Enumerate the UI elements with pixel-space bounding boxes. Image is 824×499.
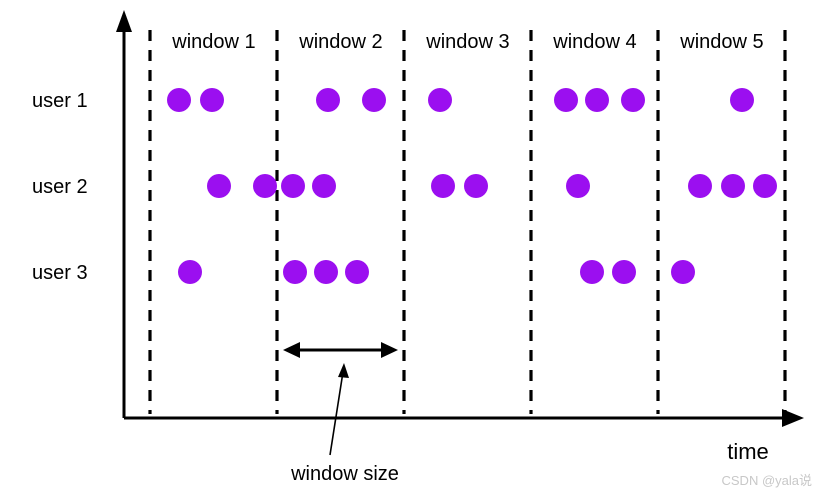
event-dot — [283, 260, 307, 284]
user-label-1: user 1 — [32, 90, 88, 112]
window-labels: window 1 window 2 window 3 window 4 wind… — [171, 31, 763, 53]
arrow-head-right-icon — [381, 342, 398, 358]
event-dots-user-2 — [207, 174, 777, 198]
user-labels: user 1 user 2 user 3 — [32, 90, 88, 284]
event-dot — [281, 174, 305, 198]
window-size-annotation-label: window size — [290, 463, 399, 485]
x-axis — [124, 409, 804, 427]
event-dot — [428, 88, 452, 112]
y-axis — [116, 10, 132, 418]
event-dot — [585, 88, 609, 112]
event-dot — [688, 174, 712, 198]
event-dots-user-1 — [167, 88, 754, 112]
user-label-3: user 3 — [32, 262, 88, 284]
event-dots-user-3 — [178, 260, 695, 284]
window-size-measure-arrow — [283, 342, 398, 358]
event-dot — [316, 88, 340, 112]
event-dot — [431, 174, 455, 198]
event-dot — [178, 260, 202, 284]
event-dot — [362, 88, 386, 112]
event-dot — [621, 88, 645, 112]
window-size-leader — [329, 363, 349, 456]
window-label-4: window 4 — [552, 31, 636, 53]
event-dot — [566, 174, 590, 198]
arrow-head-left-icon — [283, 342, 300, 358]
event-dot — [730, 88, 754, 112]
event-dot — [753, 174, 777, 198]
user-label-2: user 2 — [32, 176, 88, 198]
event-dot — [554, 88, 578, 112]
window-label-3: window 3 — [425, 31, 509, 53]
window-label-5: window 5 — [679, 31, 763, 53]
x-axis-arrowhead — [782, 409, 804, 427]
event-dot — [671, 260, 695, 284]
leader-arrowhead-icon — [338, 363, 349, 378]
x-axis-label: time — [727, 439, 769, 464]
event-dot — [580, 260, 604, 284]
window-label-2: window 2 — [298, 31, 382, 53]
event-dot — [464, 174, 488, 198]
window-dividers — [148, 30, 787, 414]
y-axis-arrowhead — [116, 10, 132, 32]
window-label-1: window 1 — [171, 31, 255, 53]
event-dot — [167, 88, 191, 112]
event-dot — [253, 174, 277, 198]
watermark: CSDN @yala说 — [722, 473, 813, 488]
event-dot — [200, 88, 224, 112]
event-dot — [314, 260, 338, 284]
event-dot — [207, 174, 231, 198]
event-dot — [721, 174, 745, 198]
event-dot — [312, 174, 336, 198]
event-dot — [345, 260, 369, 284]
event-dot — [612, 260, 636, 284]
